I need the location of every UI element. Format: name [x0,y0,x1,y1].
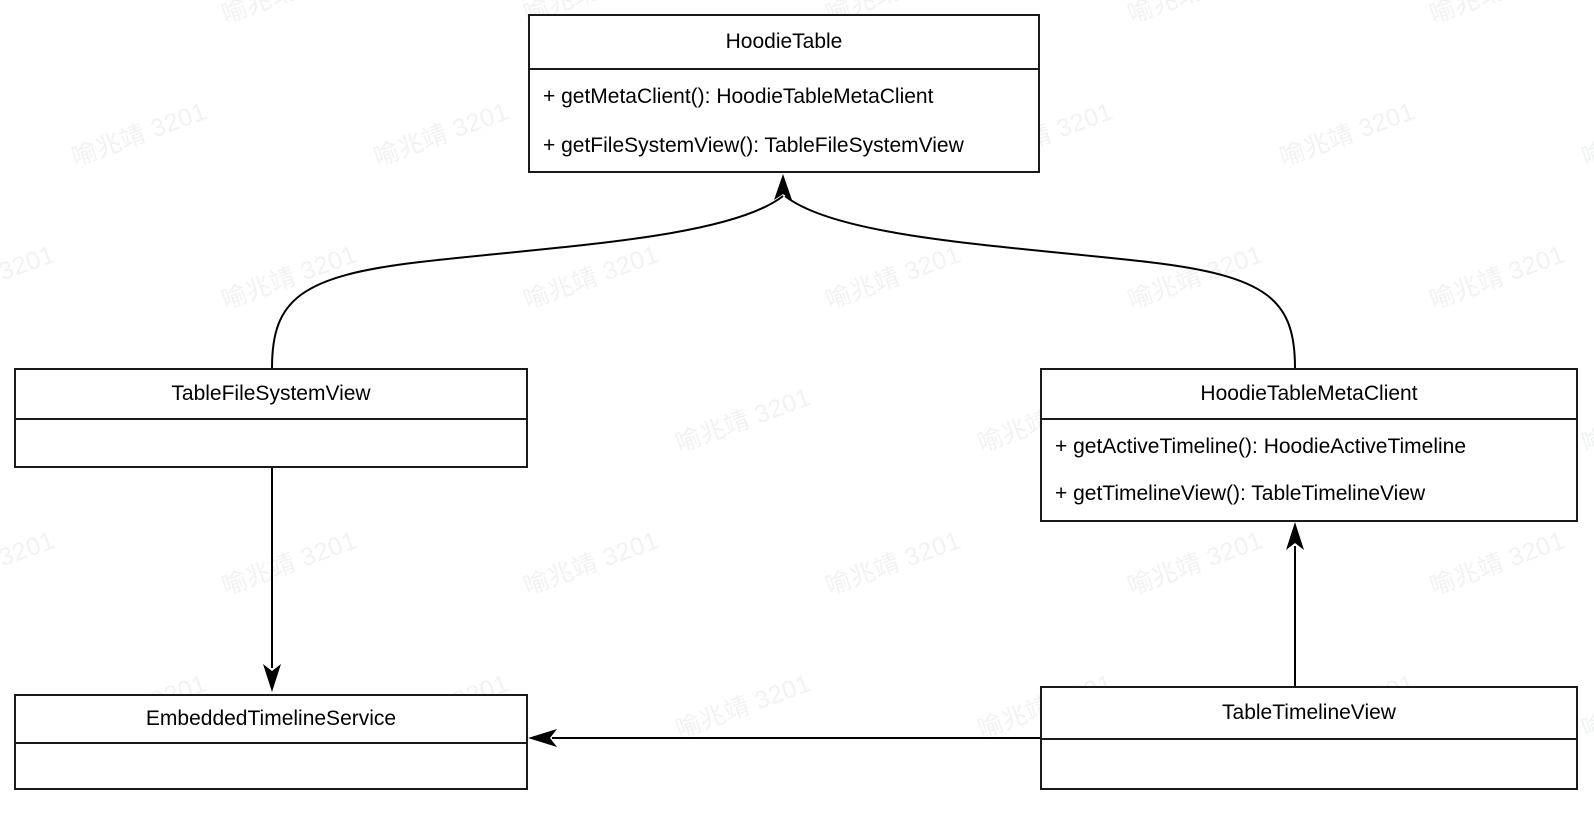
class-members-table-timeline-view [1042,740,1576,788]
connector-fsview-to-hoodietable [271,174,792,369]
watermark-text: 喻兆靖 3201 [822,526,965,601]
watermark-text: 喻兆靖 3201 [1424,807,1569,818]
class-member: + getFileSystemView(): TableFileSystemVi… [543,133,964,157]
watermark-text: 喻兆靖 3201 [1578,97,1594,172]
watermark-text: 喻兆靖 3201 [822,240,965,315]
class-title-embedded-timeline-service: EmbeddedTimelineService [16,696,526,744]
watermark-text: 喻兆靖 3201 [518,807,663,818]
watermark-text: 喻兆靖 3201 [1124,526,1267,601]
watermark-text: 喻兆靖 3201 [1122,807,1267,818]
watermark-text: 喻兆靖 3201 [1276,97,1419,172]
class-members-hoodie-table: + getMetaClient(): HoodieTableMetaClient… [530,70,1038,171]
watermark-text: 喻兆靖 3201 [672,669,815,744]
watermark-text: 喻兆靖 3201 [218,240,361,315]
watermark-text: 喻兆靖 3201 [1426,240,1569,315]
connector-metaclient-to-hoodietable [784,195,1296,369]
class-member: + getActiveTimeline(): HoodieActiveTimel… [1055,435,1467,458]
class-member: + getTimelineView(): TableTimelineView [1055,482,1426,505]
connector-timelineview-to-metaclient [1286,522,1304,686]
watermark-text: 喻兆靖 3201 [68,97,211,172]
class-box-table-timeline-view[interactable]: TableTimelineView [1040,686,1578,790]
watermark-text: 喻兆靖 3201 [820,807,965,818]
watermark-text: 喻兆靖 3201 [0,526,59,601]
watermark-text: 喻兆靖 3201 [1122,0,1267,31]
watermark-text: 喻兆靖 3201 [1578,383,1594,458]
watermark-text: 喻兆靖 3201 [1426,526,1569,601]
watermark-text: 喻兆靖 3201 [218,526,361,601]
class-box-embedded-timeline-service[interactable]: EmbeddedTimelineService [14,694,528,790]
watermark-text: 喻兆靖 3201 [520,526,663,601]
class-members-embedded-timeline-service [16,744,526,788]
connector-timelineview-to-embeddedservice [528,729,1040,747]
class-member: + getMetaClient(): HoodieTableMetaClient [543,84,934,108]
watermark-text: 喻兆靖 3201 [216,0,361,31]
watermark-text: 喻兆靖 3201 [1124,240,1267,315]
watermark-text: 喻兆靖 3201 [0,0,59,31]
class-box-hoodie-table[interactable]: HoodieTable + getMetaClient(): HoodieTab… [528,14,1040,173]
class-title-hoodie-table: HoodieTable [530,16,1038,70]
class-title-table-file-system-view: TableFileSystemView [16,370,526,420]
class-box-table-file-system-view[interactable]: TableFileSystemView [14,368,528,468]
class-members-hoodie-table-meta-client: + getActiveTimeline(): HoodieActiveTimel… [1042,420,1576,520]
watermark-text: 喻兆靖 3201 [1578,669,1594,744]
class-title-table-timeline-view: TableTimelineView [1042,688,1576,740]
class-box-hoodie-table-meta-client[interactable]: HoodieTableMetaClient + getActiveTimelin… [1040,368,1578,522]
watermark-text: 喻兆靖 3201 [0,240,59,315]
watermark-text: 喻兆靖 3201 [672,383,815,458]
watermark-text: 喻兆靖 3201 [520,240,663,315]
watermark-text: 喻兆靖 3201 [216,807,361,818]
watermark-text: 喻兆靖 3201 [0,807,59,818]
class-title-hoodie-table-meta-client: HoodieTableMetaClient [1042,370,1576,420]
watermark-text: 喻兆靖 3201 [370,97,513,172]
watermark-text: 喻兆靖 3201 [1424,0,1569,31]
connector-fsview-to-embeddedservice [263,468,281,692]
class-members-table-file-system-view [16,420,526,466]
